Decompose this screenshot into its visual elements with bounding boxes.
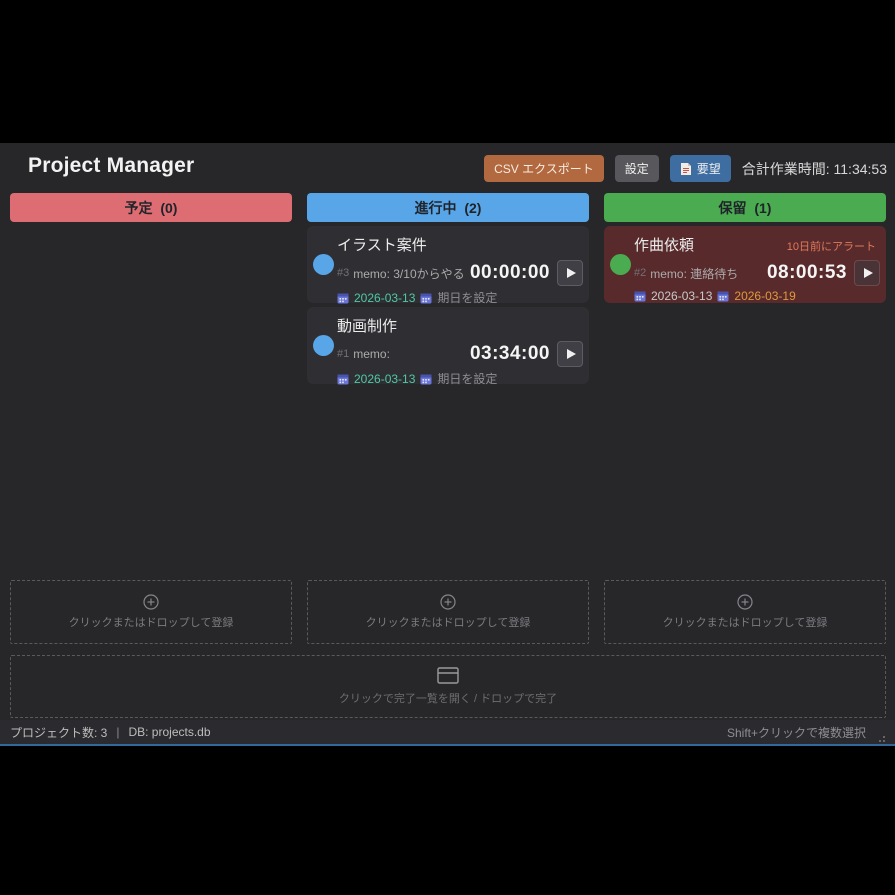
start-date: 2026-03-13 bbox=[354, 290, 416, 305]
play-button[interactable] bbox=[557, 260, 583, 286]
alert-label: 10日前にアラート bbox=[786, 241, 876, 253]
start-date-control[interactable]: 2026-03-13 bbox=[634, 289, 712, 303]
dropzone-label: クリックまたはドロップして登録 bbox=[68, 617, 234, 629]
page-title: Project Manager bbox=[28, 154, 195, 177]
due-date-unset: 期日を設定 bbox=[437, 372, 498, 386]
card-list-doing: イラスト案件 #3 memo: 3/10からやる 00:00:00 bbox=[307, 226, 589, 387]
due-date-control[interactable]: 期日を設定 bbox=[420, 289, 497, 306]
column-header-planned[interactable]: 予定 (0) bbox=[10, 193, 292, 222]
separator: | bbox=[116, 725, 120, 739]
card-title: 動画制作 bbox=[337, 318, 398, 335]
project-card[interactable]: イラスト案件 #3 memo: 3/10からやる 00:00:00 bbox=[307, 226, 589, 306]
start-date-control[interactable]: 2026-03-13 bbox=[337, 291, 415, 305]
header: Project Manager CSV エクスポート 設定 要望 合計作業時間:… bbox=[0, 143, 895, 193]
timer-display: 03:34:00 bbox=[469, 343, 550, 364]
dropzone-label: クリックまたはドロップして登録 bbox=[662, 617, 828, 629]
project-id: #1 bbox=[337, 348, 350, 360]
status-dot bbox=[610, 254, 631, 275]
column-header-doing[interactable]: 進行中 (2) bbox=[307, 193, 589, 222]
plus-circle-icon bbox=[737, 594, 753, 610]
card-title: 作曲依頼 bbox=[634, 237, 695, 254]
project-memo[interactable]: memo: 連絡待ち bbox=[650, 266, 739, 281]
project-card[interactable]: 作曲依頼 10日前にアラート #2 memo: 連絡待ち 08:00:53 bbox=[604, 226, 886, 303]
due-date-control[interactable]: 期日を設定 bbox=[420, 370, 497, 387]
play-button[interactable] bbox=[854, 260, 880, 286]
header-toolbar: CSV エクスポート 設定 要望 合計作業時間: 11:34:53 bbox=[484, 155, 887, 182]
calendar-icon bbox=[337, 373, 349, 385]
dropzone-planned[interactable]: クリックまたはドロップして登録 bbox=[10, 580, 292, 644]
dropzone-hold[interactable]: クリックまたはドロップして登録 bbox=[604, 580, 886, 644]
dropzone-label: クリックまたはドロップして登録 bbox=[365, 617, 531, 629]
column-planned: 予定 (0) bbox=[10, 193, 292, 384]
play-icon bbox=[566, 268, 576, 278]
card-title: イラスト案件 bbox=[337, 237, 427, 254]
project-id: #3 bbox=[337, 267, 350, 279]
dropzone-row: クリックまたはドロップして登録 クリックまたはドロップして登録 クリックまたはド… bbox=[10, 580, 886, 644]
start-date-control[interactable]: 2026-03-13 bbox=[337, 372, 415, 386]
status-bar: プロジェクト数: 3 | DB: projects.db Shift+クリックで… bbox=[0, 720, 895, 744]
due-date-unset: 期日を設定 bbox=[437, 291, 498, 305]
project-memo[interactable]: memo: bbox=[353, 347, 390, 361]
due-date: 2026-03-19 bbox=[734, 289, 796, 303]
start-date: 2026-03-13 bbox=[651, 289, 713, 303]
project-id: #2 bbox=[634, 267, 647, 279]
db-path: DB: projects.db bbox=[128, 725, 211, 739]
plus-circle-icon bbox=[440, 594, 456, 610]
card-list-hold: 作曲依頼 10日前にアラート #2 memo: 連絡待ち 08:00:53 bbox=[604, 226, 886, 303]
start-date: 2026-03-13 bbox=[354, 371, 416, 386]
timer-display: 08:00:53 bbox=[766, 262, 847, 283]
calendar-icon bbox=[420, 292, 432, 304]
due-date-control[interactable]: 2026-03-19 bbox=[717, 289, 796, 303]
calendar-icon bbox=[634, 290, 646, 302]
plus-circle-icon bbox=[143, 594, 159, 610]
request-button[interactable]: 要望 bbox=[669, 155, 731, 182]
complete-dropzone[interactable]: クリックで完了一覧を開く / ドロップで完了 bbox=[10, 655, 886, 718]
app-window: Project Manager CSV エクスポート 設定 要望 合計作業時間:… bbox=[0, 143, 895, 746]
dropzone-doing[interactable]: クリックまたはドロップして登録 bbox=[307, 580, 589, 644]
multiselect-hint: Shift+クリックで複数選択 bbox=[726, 725, 866, 740]
request-button-label: 要望 bbox=[696, 162, 721, 176]
complete-dropzone-label: クリックで完了一覧を開く / ドロップで完了 bbox=[338, 693, 558, 705]
calendar-icon bbox=[420, 373, 432, 385]
column-hold: 保留 (1) 作曲依頼 10日前にアラート #2 memo: 連絡待ち 08:0… bbox=[604, 193, 886, 384]
document-icon bbox=[680, 162, 692, 176]
tray-icon bbox=[437, 667, 459, 684]
total-work-time: 合計作業時間: 11:34:53 bbox=[741, 160, 887, 177]
column-header-hold[interactable]: 保留 (1) bbox=[604, 193, 886, 222]
settings-button[interactable]: 設定 bbox=[614, 155, 659, 182]
project-card[interactable]: 動画制作 #1 memo: 03:34:00 2026-03-13 bbox=[307, 307, 589, 387]
calendar-icon bbox=[717, 290, 729, 302]
calendar-icon bbox=[337, 292, 349, 304]
timer-display: 00:00:00 bbox=[469, 262, 550, 283]
project-memo[interactable]: memo: 3/10からやる bbox=[353, 266, 465, 281]
play-icon bbox=[863, 268, 873, 278]
status-dot bbox=[313, 254, 334, 275]
play-icon bbox=[566, 349, 576, 359]
column-doing: 進行中 (2) イラスト案件 #3 memo: 3/10からやる 00:00:0… bbox=[307, 193, 589, 387]
play-button[interactable] bbox=[557, 341, 583, 367]
board: 予定 (0) 進行中 (2) イラスト案件 #3 memo: 3/10からやる … bbox=[10, 193, 886, 387]
status-dot bbox=[313, 335, 334, 356]
csv-export-button[interactable]: CSV エクスポート bbox=[484, 155, 604, 182]
resize-grip-icon[interactable] bbox=[876, 733, 885, 742]
project-count: プロジェクト数: 3 bbox=[10, 725, 108, 740]
